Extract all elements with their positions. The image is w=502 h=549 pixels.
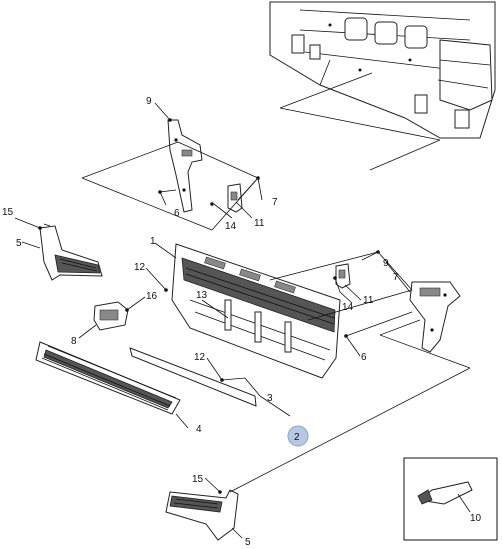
callout-9-left: 9 <box>146 96 152 107</box>
step-left <box>39 225 103 281</box>
callout-15-bottom: 15 <box>192 474 204 485</box>
leader-lines <box>14 72 471 539</box>
callout-7-right: 7 <box>393 272 399 283</box>
callout-5-bottom: 5 <box>245 537 251 548</box>
vehicle-front-frame <box>269 1 496 139</box>
callout-14-right: 14 <box>342 302 354 313</box>
callout-8: 8 <box>71 336 77 347</box>
callout-11-left: 11 <box>254 218 265 229</box>
callout-3: 3 <box>267 393 273 404</box>
callout-14-left: 14 <box>225 221 237 232</box>
clip-bracket-right <box>335 263 351 289</box>
bracket-left-upper <box>167 119 203 213</box>
inset-box <box>403 457 498 541</box>
fog-lamp <box>93 301 129 331</box>
callout-5-left: 5 <box>16 238 22 249</box>
callout-10: 10 <box>470 513 482 524</box>
callout-6-left: 6 <box>174 208 180 219</box>
callout-15-left: 15 <box>2 207 14 218</box>
grille-lower <box>35 341 181 415</box>
callout-12-upper: 12 <box>134 262 146 273</box>
callout-13: 13 <box>196 290 208 301</box>
callout-16: 16 <box>146 291 158 302</box>
callout-12-lower: 12 <box>194 352 206 363</box>
step-bottom <box>165 489 239 541</box>
callout-1: 1 <box>150 236 156 247</box>
callout-9-right: 9 <box>383 258 389 269</box>
callout-11-right: 11 <box>363 295 374 306</box>
callout-labels: 9 6 7 14 11 15 5 1 12 16 8 13 12 3 4 2 9… <box>2 96 482 548</box>
callout-6-right: 6 <box>361 352 367 363</box>
trim-strip <box>129 347 257 407</box>
grille-main <box>171 243 341 379</box>
callout-4: 4 <box>196 424 202 435</box>
callout-7-left: 7 <box>272 197 278 208</box>
callout-2: 2 <box>294 432 300 443</box>
bracket-right <box>409 281 461 353</box>
highlight-badge <box>287 425 309 447</box>
